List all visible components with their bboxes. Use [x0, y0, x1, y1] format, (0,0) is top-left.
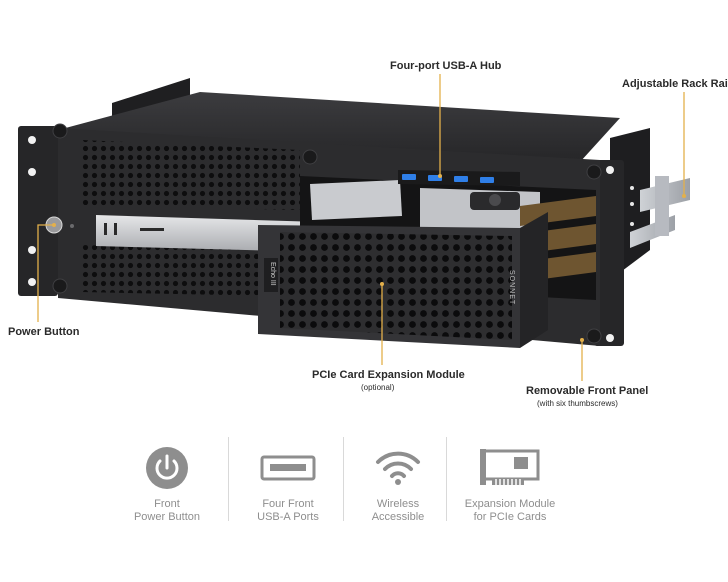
rack-enclosure-illustration: [18, 74, 690, 381]
divider: [228, 437, 229, 521]
feature-wireless: Wireless Accessible: [328, 440, 468, 540]
callout-rack-rails: Adjustable Rack Rails: [622, 78, 728, 90]
callout-power-button: Power Button: [8, 326, 80, 338]
feature-label: Wireless: [376, 498, 420, 510]
usb-a-hub: [398, 170, 520, 186]
usb-port-3: [454, 176, 468, 182]
pcie-card-icon: [440, 440, 580, 496]
power-icon: [97, 440, 237, 496]
module-brand-mark: SONNET: [508, 270, 515, 306]
feature-pcie-module: Expansion Module for PCIe Cards: [440, 440, 580, 540]
callout-lines: [37, 74, 686, 381]
feature-label: Accessible: [371, 511, 425, 523]
module-model-badge: Echo III: [269, 262, 276, 286]
chassis-top: [58, 92, 620, 162]
adjustable-rack-rails: [630, 176, 690, 248]
product-illustration: SONNET Echo III Four-port USB-A Hub Adju…: [8, 60, 728, 408]
feature-usb-ports: Four Front USB-A Ports: [218, 440, 358, 540]
feature-label: Four Front: [262, 498, 314, 510]
usb-port-icon: [218, 440, 358, 496]
feature-label: USB-A Ports: [257, 511, 319, 523]
divider: [343, 437, 344, 521]
usb-port-4: [480, 177, 494, 183]
feature-label: for PCIe Cards: [473, 511, 547, 523]
callout-front-panel: Removable Front Panel: [526, 385, 649, 397]
callout-front-panel-note: (with six thumbscrews): [537, 399, 618, 408]
right-rack-ear: [594, 160, 624, 346]
callout-usb-hub: Four-port USB-A Hub: [390, 60, 502, 72]
thumbscrews: [52, 123, 602, 344]
left-rack-ear: [18, 126, 58, 296]
feature-label: Expansion Module: [464, 498, 556, 510]
callout-pcie-note: (optional): [361, 383, 395, 392]
callout-pcie-module: PCIe Card Expansion Module: [312, 369, 465, 381]
usb-port-1: [402, 174, 416, 180]
feature-front-power-button: Front Power Button: [97, 440, 237, 540]
divider: [446, 437, 447, 521]
wifi-icon: [328, 440, 468, 496]
feature-label: Power Button: [133, 511, 201, 523]
feature-label: Front: [154, 498, 180, 510]
